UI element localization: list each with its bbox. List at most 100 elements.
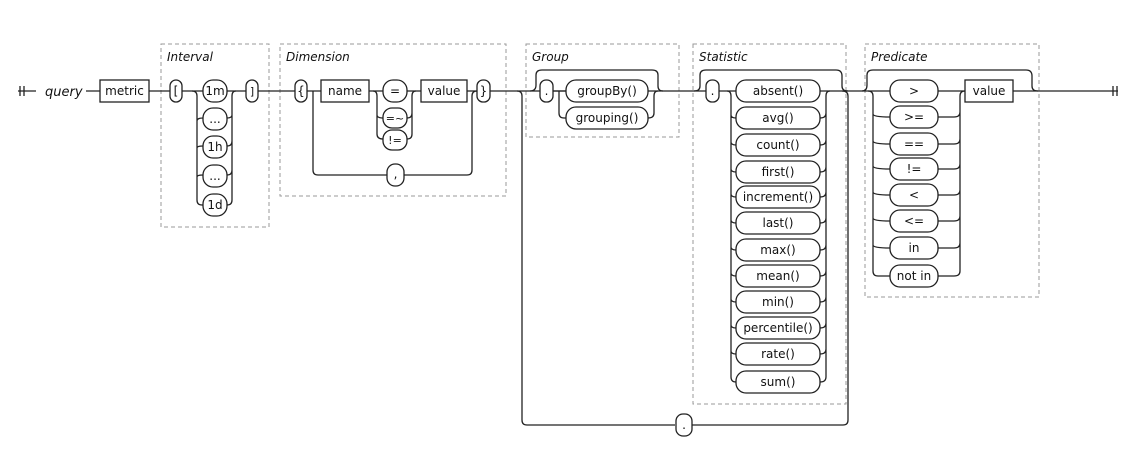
statistic-option-percentile-text: percentile() (743, 321, 812, 335)
statistic-group-label: Statistic (699, 50, 748, 64)
statistic-option-last-text: last() (762, 216, 793, 230)
interval-option-ellipsis-2-text: ... (209, 169, 220, 183)
statistic-option-percentile (735, 316, 821, 340)
statistic-option-count (735, 133, 821, 157)
statistic-option-absent (735, 79, 821, 103)
query-start: query (45, 85, 83, 100)
interval-open-text: [ (174, 84, 179, 98)
dimension-value-box (420, 79, 468, 103)
predicate-op-in-text: in (909, 241, 920, 255)
loop-dot-text: . (682, 418, 686, 432)
dimension-close-text: } (480, 84, 488, 98)
interval-option-1d (202, 193, 228, 217)
dimension-comma-loop (312, 90, 478, 176)
start-marker (19, 86, 25, 96)
group-group-label: Group (532, 50, 569, 64)
metric-box (99, 79, 150, 103)
group-option-groupby-text: groupBy() (577, 84, 637, 98)
statistic-option-min (735, 290, 821, 314)
dimension-op-neq (382, 129, 408, 151)
predicate-op-gte-text: >= (904, 110, 924, 124)
statistic-option-avg-text: avg() (762, 111, 793, 125)
statistic-option-rate-text: rate() (761, 347, 795, 361)
dimension-group-label: Dimension (286, 50, 350, 64)
group-option-groupby (565, 79, 649, 103)
dimension-op-eq (382, 79, 408, 103)
interval-option-1m-text: 1m (205, 84, 224, 98)
predicate-group-frame (864, 43, 1040, 298)
group-option-grouping-text: grouping() (576, 111, 639, 125)
dimension-operator-branches (372, 90, 417, 140)
statistic-option-min-text: min() (762, 295, 794, 309)
dimension-op-eq-text: = (390, 84, 400, 98)
interval-open-terminal (169, 79, 183, 103)
statistic-option-rate (735, 342, 821, 366)
dimension-name-text: name (328, 84, 362, 98)
statistic-option-count-text: count() (756, 138, 799, 152)
interval-option-ellipsis-2 (202, 164, 228, 188)
group-branches (529, 69, 664, 119)
predicate-op-notin-text: not in (897, 269, 931, 283)
predicate-value-text: value (973, 84, 1006, 98)
interval-close-text: ] (250, 85, 254, 98)
metric-text: metric (105, 84, 144, 98)
dimension-group-frame (279, 43, 507, 197)
interval-option-ellipsis-1-text: ... (209, 112, 220, 126)
predicate-op-notin (889, 264, 939, 288)
dimension-op-regex-text: =~ (386, 112, 404, 125)
interval-option-1m (202, 79, 228, 103)
statistic-dot-text: . (711, 84, 715, 98)
statistic-option-increment-text: increment() (743, 190, 813, 204)
interval-group-frame (160, 43, 270, 228)
predicate-op-eq (889, 132, 939, 156)
statistic-option-max (735, 238, 821, 262)
predicate-op-in (889, 236, 939, 260)
statistic-option-first-text: first() (762, 165, 795, 179)
end-marker (1112, 86, 1118, 96)
predicate-value-box (964, 79, 1014, 103)
predicate-op-gte (889, 105, 939, 129)
statistic-option-sum-text: sum() (761, 375, 796, 389)
dimension-open-terminal (294, 79, 308, 103)
predicate-op-neq (889, 157, 939, 181)
predicate-op-neq-text: != (907, 162, 922, 176)
query-label: query (45, 85, 83, 100)
loop-dot-terminal (675, 413, 693, 437)
predicate-op-lt-text: < (909, 188, 919, 202)
outer-loop (516, 90, 849, 426)
predicate-op-lt (889, 183, 939, 207)
interval-close-terminal (245, 79, 259, 103)
dimension-value-text: value (428, 84, 461, 98)
predicate-group-label: Predicate (871, 50, 928, 64)
dimension-op-regex (382, 107, 408, 129)
statistic-option-last (735, 211, 821, 235)
group-dot-text: . (545, 84, 549, 98)
group-dot-terminal (539, 79, 554, 103)
statistic-option-avg (735, 106, 821, 130)
predicate-branches (861, 69, 1039, 277)
statistic-branches (726, 90, 831, 383)
predicate-op-gt (889, 79, 939, 103)
interval-option-1d-text: 1d (207, 198, 222, 212)
statistic-dot-terminal (705, 79, 720, 103)
group-option-grouping (565, 106, 649, 130)
interval-option-ellipsis-1 (202, 107, 228, 131)
statistic-group-frame (692, 43, 847, 405)
dimension-op-neq-text: != (388, 134, 402, 147)
predicate-op-gt-text: > (909, 84, 919, 98)
statistic-option-max-text: max() (760, 243, 796, 257)
predicate-op-lte (889, 209, 939, 233)
statistic-option-increment (735, 185, 821, 209)
dimension-separator-terminal (386, 163, 405, 187)
statistic-option-sum (735, 370, 821, 394)
interval-branches (191, 90, 237, 206)
dimension-name-box (320, 79, 370, 103)
statistic-option-first (735, 160, 821, 184)
dimension-separator-text: , (394, 167, 398, 181)
dimension-open-text: { (297, 84, 305, 98)
statistic-bypass (693, 69, 849, 92)
statistic-option-absent-text: absent() (753, 84, 803, 98)
statistic-option-mean (735, 264, 821, 288)
interval-option-1h-text: 1h (207, 140, 222, 154)
